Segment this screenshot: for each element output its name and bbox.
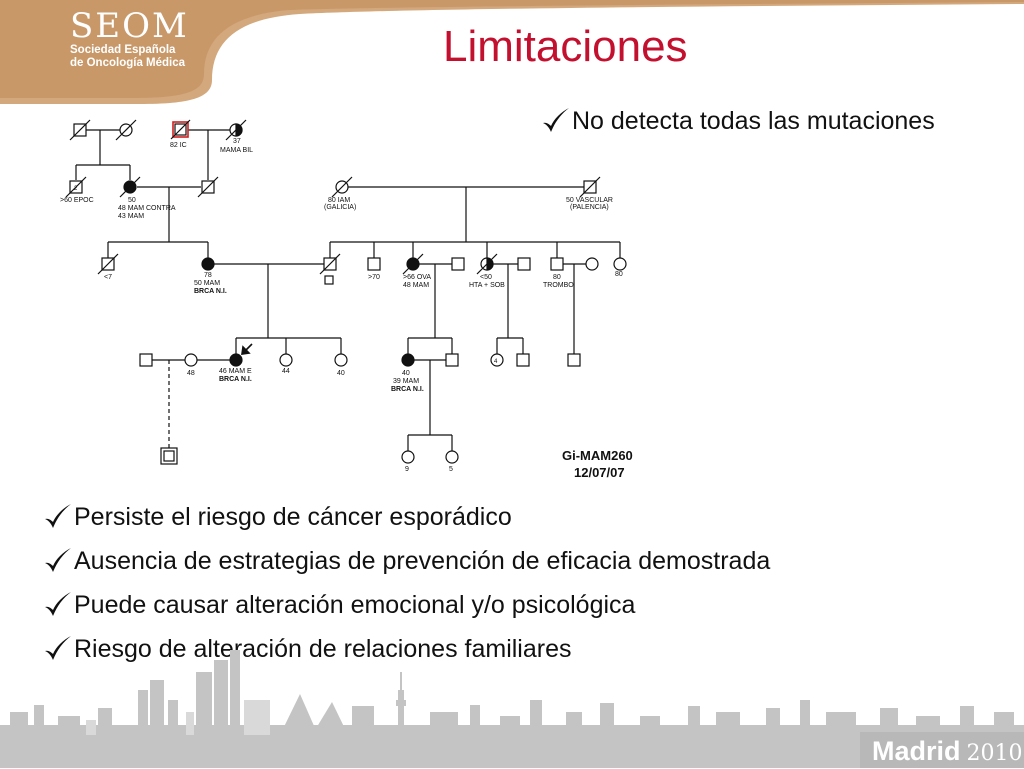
checkmark-icon xyxy=(45,548,71,572)
pedigree-label: 44 xyxy=(282,368,290,375)
pedigree-label: <7 xyxy=(104,274,112,281)
pedigree-label: <50 xyxy=(480,274,492,281)
pedigree-label: 40 xyxy=(337,370,345,377)
bullet-text: Puede causar alteración emocional y/o ps… xyxy=(74,591,636,619)
header-band xyxy=(0,0,1024,104)
pedigree-label: 43 MAM xyxy=(118,213,144,220)
bullet-text: Ausencia de estrategias de prevención de… xyxy=(74,547,771,575)
checkmark-icon xyxy=(543,108,569,132)
pedigree-code: Gi-MAM260 xyxy=(562,448,633,463)
pedigree-label: >60 EPOC xyxy=(60,197,94,204)
pedigree-label: 5 xyxy=(449,466,453,473)
pedigree-label: (GALICIA) xyxy=(324,204,356,211)
slide-title: Limitaciones xyxy=(443,22,688,71)
event-year: 2010 xyxy=(966,741,1023,766)
pedigree-label: 2 xyxy=(74,186,78,192)
pedigree-label: 46 MAM E xyxy=(219,368,252,375)
pedigree-label: 50 VASCULAR xyxy=(566,197,613,204)
pedigree-label: 48 xyxy=(187,370,195,377)
bullet-item: No detecta todas las mutaciones xyxy=(540,106,935,136)
pedigree-label: 4 xyxy=(494,359,498,365)
checkmark-icon xyxy=(45,636,71,660)
bullet-item: Ausencia de estrategias de prevención de… xyxy=(42,546,770,576)
pedigree-label: 48 MAM xyxy=(403,282,429,289)
logo-subtitle-line1: Sociedad Española xyxy=(70,44,176,56)
logo-subtitle-line2: de Oncología Médica xyxy=(70,57,186,69)
pedigree-label: TROMBO xyxy=(543,282,574,289)
bullet-text: No detecta todas las mutaciones xyxy=(572,107,935,135)
pedigree-label: 40 xyxy=(402,370,410,377)
pedigree-label: 50 xyxy=(128,197,136,204)
pedigree-label: (PALENCIA) xyxy=(570,204,609,211)
pedigree-label: 9 xyxy=(405,466,409,473)
pedigree-label: BRCA N.I. xyxy=(219,376,252,383)
pedigree-label: >70 xyxy=(368,274,380,281)
madrid-skyline-illustration xyxy=(0,650,1024,768)
event-city: Madrid xyxy=(872,736,961,766)
pedigree-label: 80 xyxy=(615,271,623,278)
bullet-item: Persiste el riesgo de cáncer esporádico xyxy=(42,502,512,532)
pedigree-diagram: 82 IC 37 MAMA BIL 2 >60 EPOC 50 48 MAM C… xyxy=(60,119,633,480)
bullet-item: Riesgo de alteración de relaciones famil… xyxy=(42,634,572,664)
pedigree-label: 39 MAM xyxy=(393,378,419,385)
pedigree-date: 12/07/07 xyxy=(574,465,625,480)
bullet-text: Persiste el riesgo de cáncer esporádico xyxy=(74,503,512,531)
seom-logo: SEOM Sociedad Española de Oncología Médi… xyxy=(70,8,189,70)
pedigree-label: 48 MAM CONTRA xyxy=(118,205,176,212)
pedigree-label: 37 xyxy=(233,138,241,145)
pedigree-label: 78 xyxy=(204,272,212,279)
pedigree-label: 82 IC xyxy=(170,142,187,149)
pedigree-label: 8 xyxy=(326,279,330,285)
pedigree-label: MAMA BIL xyxy=(220,147,253,154)
pedigree-label: HTA + SOB xyxy=(469,282,505,289)
pedigree-label: BRCA N.I. xyxy=(391,386,424,393)
pedigree-label: 80 xyxy=(553,274,561,281)
checkmark-icon xyxy=(45,592,71,616)
pedigree-label: 50 MAM xyxy=(194,280,220,287)
bullet-text: Riesgo de alteración de relaciones famil… xyxy=(74,635,572,663)
pedigree-label: >66 OVA xyxy=(403,274,431,281)
pedigree-label: BRCA N.I. xyxy=(194,288,227,295)
bullet-item: Puede causar alteración emocional y/o ps… xyxy=(42,590,635,620)
pedigree-label: 80 IAM xyxy=(328,197,350,204)
logo-name: SEOM xyxy=(70,6,189,46)
checkmark-icon xyxy=(45,504,71,528)
proband-arrow-icon xyxy=(241,343,253,355)
